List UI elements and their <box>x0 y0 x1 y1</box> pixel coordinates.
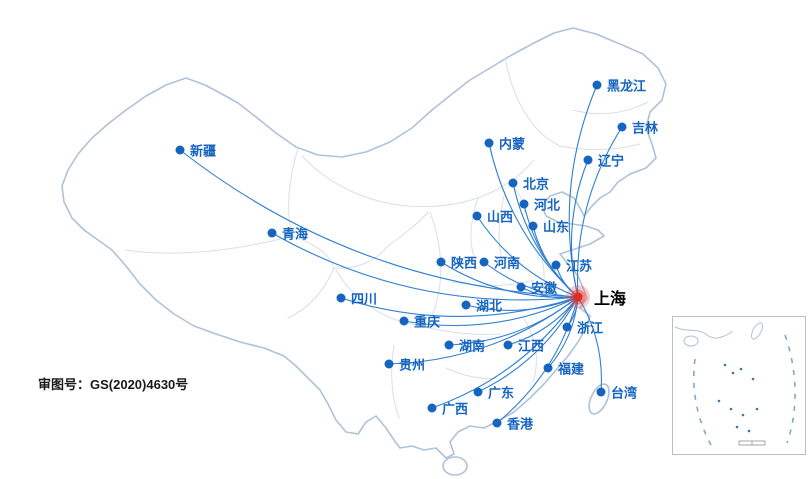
province-border <box>333 245 389 269</box>
province-border <box>451 279 535 286</box>
inset-hainan <box>683 335 699 347</box>
province-border <box>445 367 497 379</box>
province-border <box>523 317 537 383</box>
province-border <box>125 235 293 254</box>
province-border <box>291 235 335 269</box>
inset-coastline <box>674 326 734 339</box>
china-outline <box>61 27 667 459</box>
province-border <box>387 211 429 247</box>
route-lines <box>179 84 623 424</box>
route-line <box>431 296 579 409</box>
route-line <box>476 215 579 298</box>
province-border <box>391 345 400 419</box>
route-line <box>483 261 579 298</box>
province-border <box>572 101 649 115</box>
inset-dash-line-right <box>784 334 796 444</box>
shanghai-label: 上海 <box>594 291 627 308</box>
route-line <box>340 296 579 317</box>
route-line <box>403 296 579 327</box>
province-border <box>498 195 505 263</box>
route-line <box>477 296 579 393</box>
route-line <box>388 296 579 365</box>
province-border <box>559 143 641 151</box>
inset-dash-line-left <box>692 358 712 446</box>
inset-islands <box>717 363 759 433</box>
province-border <box>504 57 561 147</box>
route-line <box>570 159 589 298</box>
route-line <box>507 296 579 346</box>
province-border <box>429 211 442 317</box>
inset-svg <box>674 322 796 446</box>
route-line <box>547 296 579 369</box>
inset-taiwan <box>750 322 764 340</box>
inset-scale-bar <box>738 440 766 446</box>
province-border <box>288 147 299 237</box>
route-line <box>576 126 623 298</box>
taiwan-island <box>588 383 610 415</box>
route-line <box>179 149 579 298</box>
route-line <box>577 296 602 393</box>
route-line <box>520 286 579 299</box>
china-outline-group <box>61 27 667 476</box>
map-approval-number: 审图号：GS(2020)4630号 <box>38 377 189 392</box>
province-border <box>301 155 535 208</box>
route-line <box>465 296 579 311</box>
province-border <box>470 197 479 263</box>
province-border <box>287 267 335 319</box>
hub-dot <box>573 292 583 302</box>
route-line <box>271 232 579 301</box>
south-china-sea-inset <box>672 316 806 455</box>
province-border <box>411 323 501 335</box>
hainan-island <box>442 456 468 476</box>
